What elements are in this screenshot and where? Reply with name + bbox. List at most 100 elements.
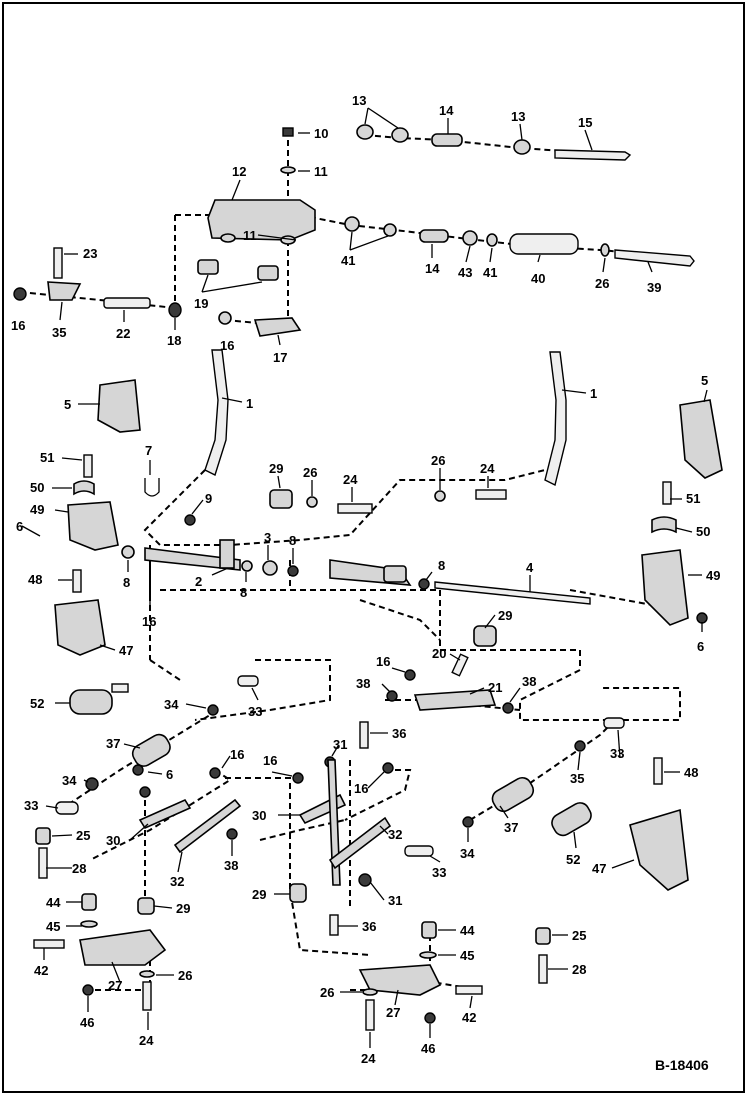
callout-26: 26	[320, 985, 334, 1000]
callout-1: 1	[590, 386, 597, 401]
callout-1: 1	[246, 396, 253, 411]
callout-24: 24	[480, 461, 495, 476]
callout-16: 16	[263, 753, 277, 768]
callout-23: 23	[83, 246, 97, 261]
callout-15: 15	[578, 115, 592, 130]
callout-51: 51	[40, 450, 54, 465]
callout-33: 33	[432, 865, 446, 880]
callout-38: 38	[224, 858, 238, 873]
callout-44: 44	[460, 923, 475, 938]
figure-reference: B-18406	[655, 1057, 709, 1073]
callout-7: 7	[145, 443, 152, 458]
callout-28: 28	[572, 962, 586, 977]
callout-16: 16	[220, 338, 234, 353]
callout-17: 17	[273, 350, 287, 365]
callout-29: 29	[269, 461, 283, 476]
callout-51: 51	[686, 491, 700, 506]
callout-14: 14	[439, 103, 454, 118]
callout-29: 29	[176, 901, 190, 916]
callout-28: 28	[72, 861, 86, 876]
callout-5: 5	[64, 397, 71, 412]
callout-37: 37	[504, 820, 518, 835]
callout-44: 44	[46, 895, 61, 910]
callout-35: 35	[52, 325, 66, 340]
callout-31: 31	[388, 893, 402, 908]
callout-16: 16	[11, 318, 25, 333]
callout-11: 11	[243, 228, 257, 243]
callout-46: 46	[80, 1015, 94, 1030]
callout-48: 48	[684, 765, 698, 780]
callout-8: 8	[123, 575, 130, 590]
callout-13: 13	[511, 109, 525, 124]
callout-32: 32	[388, 827, 402, 842]
callout-26: 26	[431, 453, 445, 468]
callout-25: 25	[76, 828, 90, 843]
callout-30: 30	[106, 833, 120, 848]
callout-29: 29	[252, 887, 266, 902]
callout-45: 45	[46, 919, 60, 934]
callout-5: 5	[701, 373, 708, 388]
callout-24: 24	[361, 1051, 376, 1066]
callout-16: 16	[142, 614, 156, 629]
callout-35: 35	[570, 771, 584, 786]
callout-33: 33	[610, 746, 624, 761]
callout-46: 46	[421, 1041, 435, 1056]
parts	[13, 124, 723, 1031]
callout-41: 41	[483, 265, 497, 280]
callout-38: 38	[356, 676, 370, 691]
callout-39: 39	[647, 280, 661, 295]
callout-36: 36	[392, 726, 406, 741]
callout-43: 43	[458, 265, 472, 280]
callout-4: 4	[526, 560, 534, 575]
callout-34: 34	[164, 697, 179, 712]
callout-34: 34	[460, 846, 475, 861]
callout-33: 33	[248, 704, 262, 719]
callout-33: 33	[24, 798, 38, 813]
callout-52: 52	[30, 696, 44, 711]
callout-3: 3	[264, 530, 271, 545]
callout-49: 49	[30, 502, 44, 517]
callout-34: 34	[62, 773, 77, 788]
callout-26: 26	[595, 276, 609, 291]
callout-40: 40	[531, 271, 545, 286]
callout-48: 48	[28, 572, 42, 587]
callout-47: 47	[592, 861, 606, 876]
callout-27: 27	[386, 1005, 400, 1020]
callout-50: 50	[30, 480, 44, 495]
callout-8: 8	[240, 585, 247, 600]
callout-9: 9	[205, 491, 212, 506]
leader-lines	[21, 107, 708, 1048]
callout-13: 13	[352, 93, 366, 108]
callout-42: 42	[34, 963, 48, 978]
callout-37: 37	[106, 736, 120, 751]
callout-labels: 13 14 13 15 10 11 12 11 41 14 43 41 40 2…	[11, 93, 720, 1066]
callout-8: 8	[289, 533, 296, 548]
callout-11: 11	[314, 164, 328, 179]
callout-21: 21	[488, 680, 502, 695]
callout-19: 19	[194, 296, 208, 311]
callout-14: 14	[425, 261, 440, 276]
callout-26: 26	[303, 465, 317, 480]
callout-6: 6	[16, 519, 23, 534]
callout-27: 27	[108, 978, 122, 993]
callout-45: 45	[460, 948, 474, 963]
callout-47: 47	[119, 643, 133, 658]
callout-22: 22	[116, 326, 130, 341]
callout-16: 16	[230, 747, 244, 762]
callout-50: 50	[696, 524, 710, 539]
callout-6: 6	[697, 639, 704, 654]
callout-20: 20	[432, 646, 446, 661]
callout-36: 36	[362, 919, 376, 934]
callout-8: 8	[438, 558, 445, 573]
callout-24: 24	[139, 1033, 154, 1048]
callout-38: 38	[522, 674, 536, 689]
callout-6: 6	[166, 767, 173, 782]
callout-32: 32	[170, 874, 184, 889]
callout-12: 12	[232, 164, 246, 179]
callout-52: 52	[566, 852, 580, 867]
callout-16: 16	[376, 654, 390, 669]
callout-16: 16	[354, 781, 368, 796]
callout-41: 41	[341, 253, 355, 268]
callout-31: 31	[333, 737, 347, 752]
